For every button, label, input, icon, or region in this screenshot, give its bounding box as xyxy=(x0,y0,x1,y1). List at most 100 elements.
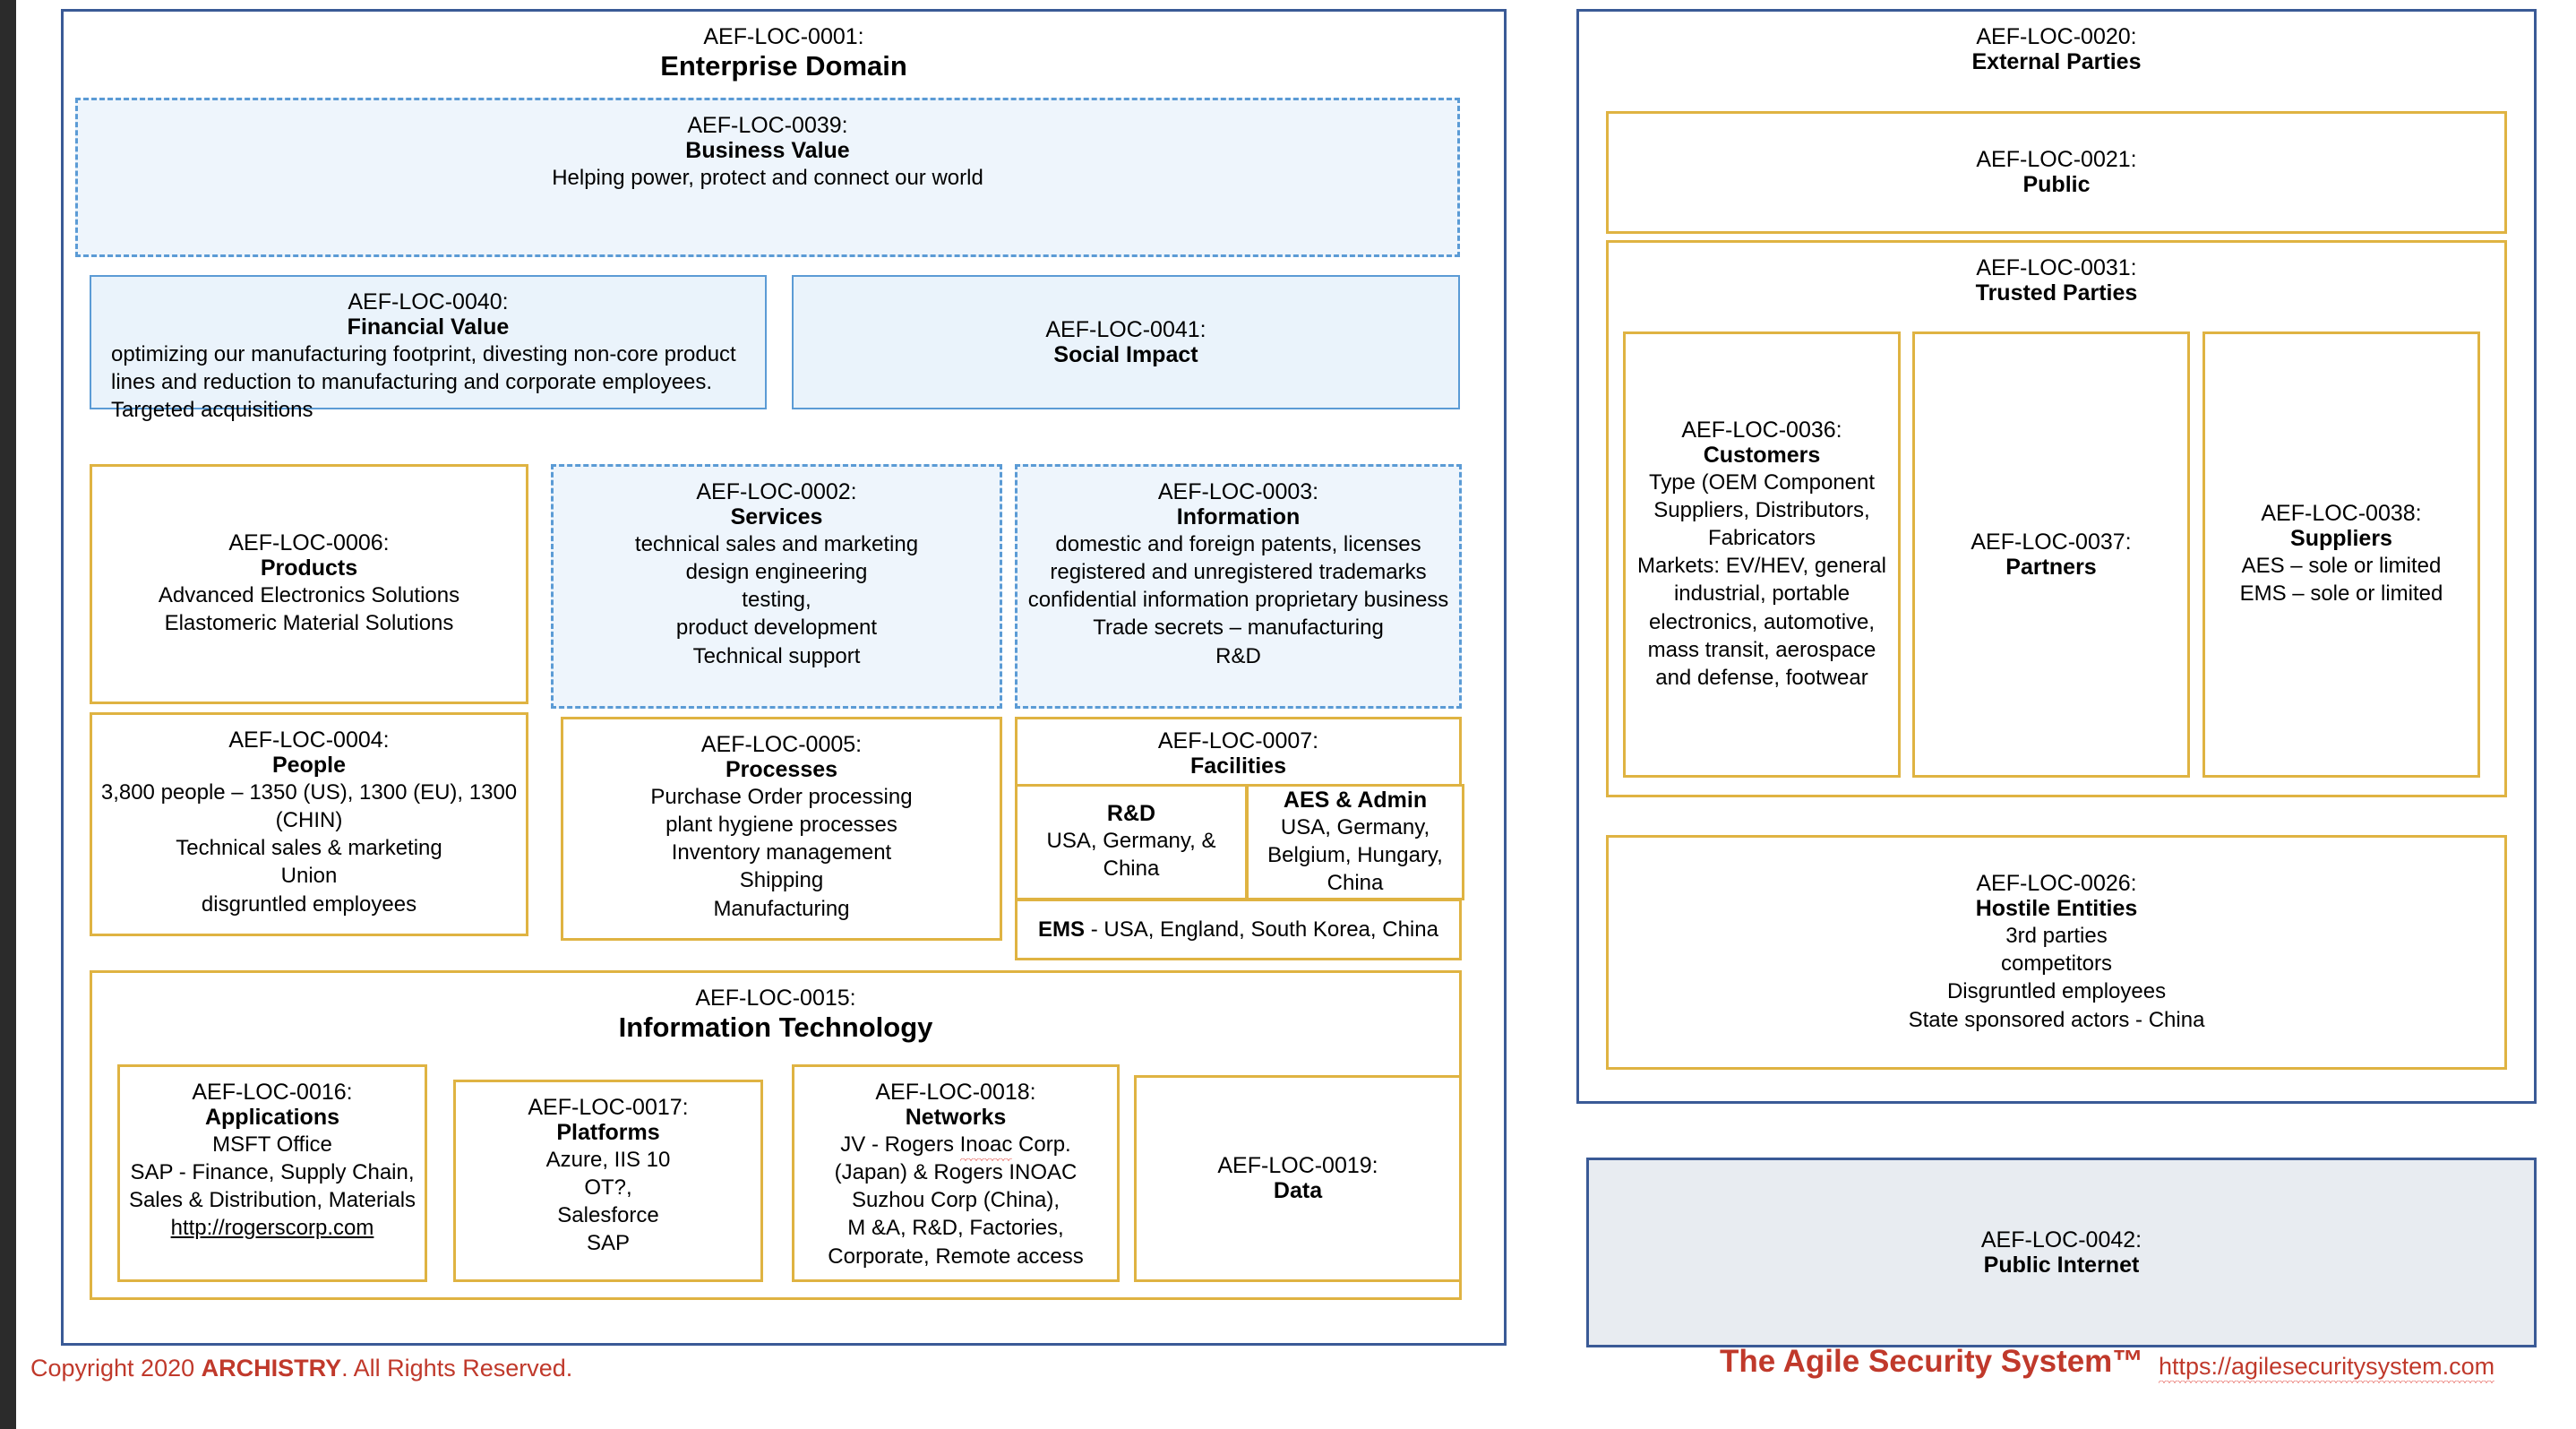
hostile-entities-box: AEF-LOC-0026: Hostile Entities 3rd parti… xyxy=(1606,835,2507,1070)
networks-misspelled-word: Inoac xyxy=(959,1131,1012,1162)
facilities-ems-box: EMS - USA, England, South Korea, China xyxy=(1015,899,1462,960)
product-url-text: https://agilesecuritysystem.com xyxy=(2159,1353,2495,1383)
financial-value-title: Financial Value xyxy=(347,314,510,340)
suppliers-title: Suppliers xyxy=(2290,526,2392,552)
public-internet-title: Public Internet xyxy=(1983,1252,2140,1278)
data-loc: AEF-LOC-0019: xyxy=(1217,1153,1378,1179)
facilities-rd-body: USA, Germany, & China xyxy=(1046,829,1216,882)
networks-body: (Japan) & Rogers INOAC Suzhou Corp (Chin… xyxy=(828,1159,1084,1269)
business-value-title: Business Value xyxy=(685,138,850,163)
hostile-entities-title: Hostile Entities xyxy=(1975,896,2138,922)
copyright-notice: Copyright 2020 ARCHISTRY. All Rights Res… xyxy=(30,1355,572,1382)
platforms-loc: AEF-LOC-0017: xyxy=(528,1095,689,1120)
platforms-title: Platforms xyxy=(556,1120,660,1145)
suppliers-box: AEF-LOC-0038: Suppliers AES – sole or li… xyxy=(2202,331,2480,778)
public-internet-loc: AEF-LOC-0042: xyxy=(1980,1227,2142,1253)
facilities-title: Facilities xyxy=(1190,753,1286,779)
data-box: AEF-LOC-0019: Data xyxy=(1134,1075,1462,1282)
facilities-ems-line: EMS - USA, England, South Korea, China xyxy=(1038,916,1438,943)
left-edge-strip xyxy=(0,0,16,1429)
suppliers-loc: AEF-LOC-0038: xyxy=(2261,501,2422,527)
facilities-rd-box: R&D USA, Germany, & China xyxy=(1015,784,1248,900)
facilities-aes-admin-title: AES & Admin xyxy=(1283,787,1428,813)
information-technology-loc: AEF-LOC-0015: xyxy=(695,986,856,1011)
social-impact-title: Social Impact xyxy=(1053,341,1198,367)
partners-box: AEF-LOC-0037: Partners xyxy=(1912,331,2190,778)
networks-loc: AEF-LOC-0018: xyxy=(875,1080,1036,1105)
applications-body: MSFT Office SAP - Finance, Supply Chain,… xyxy=(128,1132,416,1213)
information-title: Information xyxy=(1176,504,1301,529)
information-body: domestic and foreign patents, licenses r… xyxy=(1027,531,1449,668)
networks-title: Networks xyxy=(905,1105,1007,1130)
public-title: Public xyxy=(2022,172,2091,198)
trusted-parties-loc: AEF-LOC-0031: xyxy=(1976,255,2137,280)
business-value-loc: AEF-LOC-0039: xyxy=(687,113,848,138)
customers-loc: AEF-LOC-0036: xyxy=(1681,417,1842,443)
platforms-box: AEF-LOC-0017: Platforms Azure, IIS 10 OT… xyxy=(453,1080,763,1282)
processes-box: AEF-LOC-0005: Processes Purchase Order p… xyxy=(561,717,1002,941)
services-title: Services xyxy=(730,504,823,529)
hostile-entities-body: 3rd parties competitors Disgruntled empl… xyxy=(1908,924,2205,1032)
people-loc: AEF-LOC-0004: xyxy=(228,727,390,753)
facilities-aes-admin-body: USA, Germany, Belgium, Hungary, China xyxy=(1267,814,1443,895)
information-loc: AEF-LOC-0003: xyxy=(1157,479,1319,504)
trusted-parties-title: Trusted Parties xyxy=(1975,280,2138,306)
processes-body: Purchase Order processing plant hygiene … xyxy=(650,784,913,921)
networks-line-jv: JV - Rogers Inoac Corp. xyxy=(840,1131,1071,1162)
copyright-suffix: . All Rights Reserved. xyxy=(341,1355,573,1382)
social-impact-box: AEF-LOC-0041: Social Impact xyxy=(792,275,1460,409)
people-body: 3,800 people – 1350 (US), 1300 (EU), 130… xyxy=(100,779,518,917)
information-box: AEF-LOC-0003: Information domestic and f… xyxy=(1015,464,1462,709)
products-body: Advanced Electronics Solutions Elastomer… xyxy=(158,583,460,636)
facilities-ems-label: EMS xyxy=(1038,917,1086,942)
hostile-entities-loc: AEF-LOC-0026: xyxy=(1976,871,2137,897)
applications-loc: AEF-LOC-0016: xyxy=(192,1080,353,1105)
public-loc: AEF-LOC-0021: xyxy=(1976,147,2137,173)
people-box: AEF-LOC-0004: People 3,800 people – 1350… xyxy=(90,712,528,936)
products-title: Products xyxy=(260,555,358,581)
financial-value-box: AEF-LOC-0040: Financial Value optimizing… xyxy=(90,275,767,422)
facilities-rd-title: R&D xyxy=(1106,801,1156,827)
partners-title: Partners xyxy=(2005,554,2097,580)
public-box: AEF-LOC-0021: Public xyxy=(1606,111,2507,234)
services-loc: AEF-LOC-0002: xyxy=(696,479,857,504)
facilities-ems-body: - USA, England, South Korea, China xyxy=(1085,917,1438,942)
networks-box: AEF-LOC-0018: Networks JV - Rogers Inoac… xyxy=(792,1064,1120,1282)
enterprise-domain-loc: AEF-LOC-0001: xyxy=(703,24,864,49)
product-url-link[interactable]: https://agilesecuritysystem.com xyxy=(2159,1353,2495,1383)
processes-loc: AEF-LOC-0005: xyxy=(700,732,863,757)
copyright-prefix: Copyright 2020 xyxy=(30,1355,202,1382)
external-parties-loc: AEF-LOC-0020: xyxy=(1976,24,2137,49)
applications-title: Applications xyxy=(204,1105,339,1130)
platforms-body: Azure, IIS 10 OT?, Salesforce SAP xyxy=(545,1147,671,1256)
business-value-body: Helping power, protect and connect our w… xyxy=(552,165,983,190)
products-loc: AEF-LOC-0006: xyxy=(228,530,390,556)
facilities-aes-admin-box: AES & Admin USA, Germany, Belgium, Hunga… xyxy=(1246,784,1464,900)
financial-value-loc: AEF-LOC-0040: xyxy=(348,289,509,314)
external-parties-title: External Parties xyxy=(1971,49,2142,74)
suppliers-body: AES – sole or limited EMS – sole or limi… xyxy=(2239,554,2443,607)
partners-loc: AEF-LOC-0037: xyxy=(1971,529,2132,555)
networks-jv-prefix: JV - Rogers xyxy=(840,1132,960,1157)
customers-box: AEF-LOC-0036: Customers Type (OEM Compon… xyxy=(1623,331,1901,778)
customers-title: Customers xyxy=(1703,442,1821,468)
financial-value-body: optimizing our manufacturing footprint, … xyxy=(111,341,736,423)
people-title: People xyxy=(272,753,346,778)
products-box: AEF-LOC-0006: Products Advanced Electron… xyxy=(90,464,528,704)
public-internet-box: AEF-LOC-0042: Public Internet xyxy=(1586,1158,2537,1347)
networks-jv-suffix: Corp. xyxy=(1012,1132,1071,1157)
information-technology-title: Information Technology xyxy=(618,1011,933,1043)
services-body: technical sales and marketing design eng… xyxy=(634,531,919,668)
facilities-loc: AEF-LOC-0007: xyxy=(1157,728,1319,753)
product-name-label: The Agile Security System™ xyxy=(1720,1344,2144,1379)
processes-title: Processes xyxy=(725,757,838,782)
applications-link[interactable]: http://rogerscorp.com xyxy=(170,1216,374,1241)
business-value-box: AEF-LOC-0039: Business Value Helping pow… xyxy=(75,98,1460,257)
facilities-box: AEF-LOC-0007: Facilities R&D USA, German… xyxy=(1015,717,1464,960)
copyright-brand: ARCHISTRY xyxy=(201,1355,342,1382)
customers-body: Type (OEM Component Suppliers, Distribut… xyxy=(1637,469,1886,690)
data-title: Data xyxy=(1273,1178,1323,1204)
services-box: AEF-LOC-0002: Services technical sales a… xyxy=(551,464,1002,709)
applications-box: AEF-LOC-0016: Applications MSFT Office S… xyxy=(117,1064,427,1282)
